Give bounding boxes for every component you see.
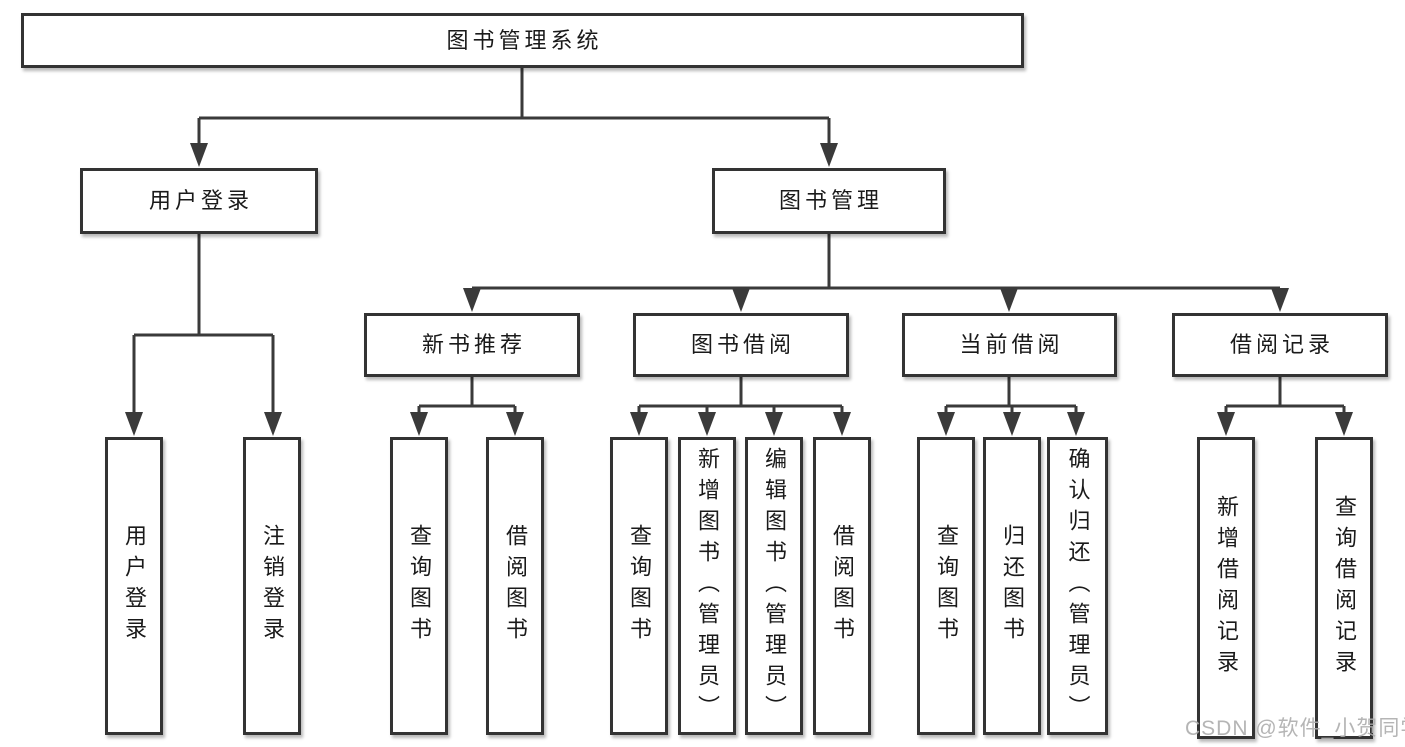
leaf-user-login: 用户登录 — [105, 437, 163, 735]
leaf-borrow-books-recommend: 借阅图书 — [486, 437, 544, 735]
leaf-add-borrow-record: 新增借阅记录 — [1197, 437, 1255, 739]
node-borrow-records-label: 借阅记录 — [1229, 332, 1334, 357]
node-book-management-label: 图书管理 — [778, 188, 883, 213]
node-current-borrow-label: 当前借阅 — [959, 332, 1064, 357]
leaf-query-borrow-record-label: 查询借阅记录 — [1332, 495, 1357, 681]
leaf-borrow-books-label: 借阅图书 — [830, 524, 855, 648]
node-book-borrow-label: 图书借阅 — [690, 332, 795, 357]
node-user-login-label: 用户登录 — [148, 188, 253, 213]
leaf-confirm-return-admin: 确认归还（管理员） — [1047, 437, 1108, 735]
connector-borrow-records-branch — [1217, 377, 1353, 436]
leaf-query-books-current-label: 查询图书 — [934, 524, 959, 648]
node-book-borrow: 图书借阅 — [633, 313, 849, 377]
node-root: 图书管理系统 — [21, 13, 1024, 68]
connector-book-management-branch — [463, 234, 1289, 312]
leaf-query-books-current: 查询图书 — [917, 437, 975, 735]
leaf-add-borrow-record-label: 新增借阅记录 — [1214, 495, 1239, 681]
connector-new-book-branch — [410, 377, 524, 436]
leaf-query-books-borrow-label: 查询图书 — [627, 524, 652, 648]
leaf-add-books-admin-label: 新增图书（管理员） — [695, 446, 720, 726]
leaf-edit-books-admin-label: 编辑图书（管理员） — [762, 446, 787, 726]
leaf-logout: 注销登录 — [243, 437, 301, 735]
connector-current-borrow-branch — [937, 377, 1085, 436]
leaf-query-books-recommend-label: 查询图书 — [407, 524, 432, 648]
watermark-text: CSDN @软件_小贺同学 — [1185, 717, 1405, 740]
connector-root-to-level2 — [190, 68, 838, 167]
node-user-login: 用户登录 — [80, 168, 318, 234]
node-book-management: 图书管理 — [712, 168, 946, 234]
leaf-query-borrow-record: 查询借阅记录 — [1315, 437, 1373, 739]
connector-book-borrow-branch — [630, 377, 851, 436]
leaf-borrow-books: 借阅图书 — [813, 437, 871, 735]
leaf-query-books-recommend: 查询图书 — [390, 437, 448, 735]
leaf-user-login-label: 用户登录 — [122, 524, 147, 648]
leaf-borrow-books-recommend-label: 借阅图书 — [503, 524, 528, 648]
node-current-borrow: 当前借阅 — [902, 313, 1117, 377]
leaf-add-books-admin: 新增图书（管理员） — [678, 437, 736, 735]
leaf-confirm-return-admin-label: 确认归还（管理员） — [1065, 446, 1091, 726]
node-root-label: 图书管理系统 — [446, 27, 603, 53]
leaf-edit-books-admin: 编辑图书（管理员） — [745, 437, 803, 735]
leaf-return-books-label: 归还图书 — [1000, 524, 1025, 648]
node-new-book-recommend-label: 新书推荐 — [421, 332, 526, 357]
node-borrow-records: 借阅记录 — [1172, 313, 1388, 377]
leaf-return-books: 归还图书 — [983, 437, 1041, 735]
leaf-query-books-borrow: 查询图书 — [610, 437, 668, 735]
node-new-book-recommend: 新书推荐 — [364, 313, 580, 377]
connector-user-login-branch — [125, 234, 282, 436]
leaf-logout-label: 注销登录 — [260, 524, 285, 648]
